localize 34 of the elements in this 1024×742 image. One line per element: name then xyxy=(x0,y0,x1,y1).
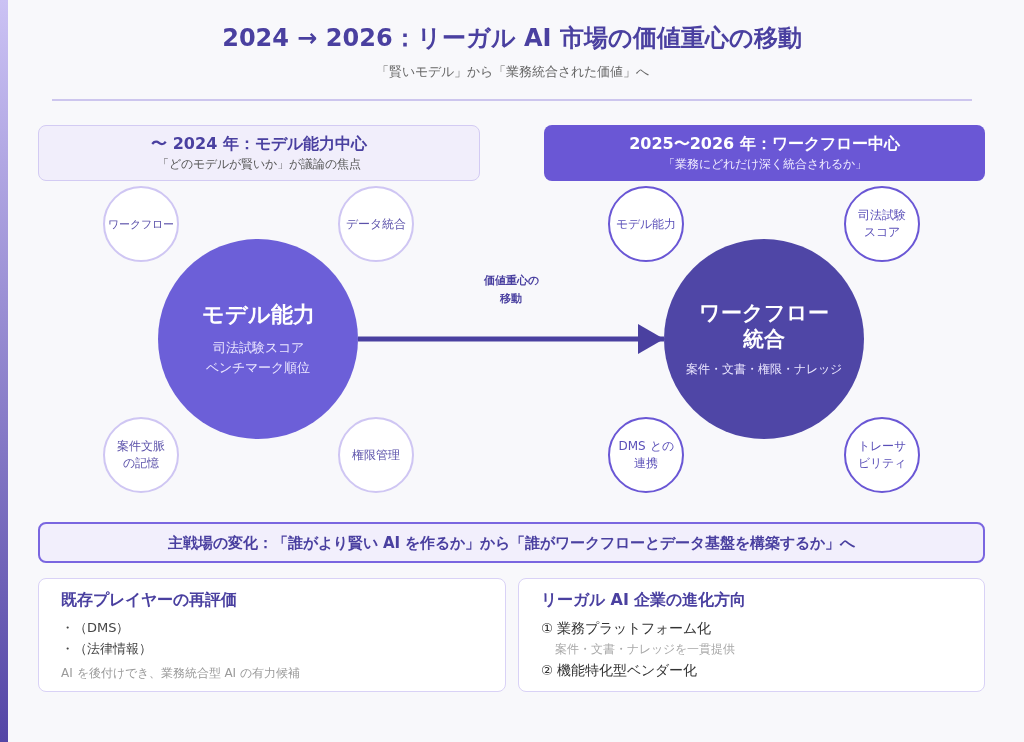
list-subitem: 案件・文書・ナレッジを一貫提供 xyxy=(554,641,735,658)
banner-text: 主戦場の変化：「誰がより賢い AI を作るか」から「誰がワークフローとデータ基盤を構築するか」へ xyxy=(167,532,856,553)
circle-label: 案件文脈の記憶 xyxy=(117,438,165,472)
core-title: モデル能力 xyxy=(201,301,315,329)
header-subtitle: 「業務にどれだけ深く統合されるか」 xyxy=(662,156,867,173)
circle-label: 司法試験スコア xyxy=(858,207,906,241)
header-title: 2025〜2026 年：ワークフロー中心 xyxy=(629,133,900,155)
core-title: ワークフロー統合 xyxy=(698,300,830,352)
circle-label: ワークフロー xyxy=(108,216,174,233)
circle-label: モデル能力 xyxy=(616,215,676,233)
circle-label: トレーサビリティ xyxy=(858,438,906,472)
banner-box xyxy=(38,522,985,563)
info-card xyxy=(518,578,985,692)
core-detail: 司法試験スコア xyxy=(212,339,304,357)
arrow xyxy=(358,324,664,354)
bullet-item: ・（DMS） xyxy=(61,619,130,637)
card-title: 既存プレイヤーの再評価 xyxy=(61,589,237,611)
card-title: リーガル AI 企業の進化方向 xyxy=(541,589,747,611)
core-detail: 案件・文書・権限・ナレッジ xyxy=(686,361,842,378)
header-panel xyxy=(544,125,985,181)
diagram-title: 2024 → 2026：リーガル AI 市場の価値重心の移動 xyxy=(222,23,802,54)
info-card xyxy=(38,578,506,692)
card-note: AI を後付けでき、業務統合型 AI の有力候補 xyxy=(61,665,300,682)
core-detail: ベンチマーク順位 xyxy=(206,359,310,377)
circle-label: データ統合 xyxy=(346,215,406,233)
header-subtitle: 「どのモデルが賢いか」が議論の焦点 xyxy=(157,156,361,173)
bullet-item: ・（法律情報） xyxy=(61,640,152,658)
header-panel xyxy=(38,125,480,181)
subtitle: 「賢いモデル」から「業務統合された価値」へ xyxy=(375,63,649,81)
list-item: ① 業務プラットフォーム化 xyxy=(541,619,712,638)
circle-label: 権限管理 xyxy=(352,446,400,464)
circle-label: DMS との連携 xyxy=(617,438,675,472)
list-item: ② 機能特化型ベンダー化 xyxy=(541,661,698,680)
header-title: 〜 2024 年：モデル能力中心 xyxy=(151,133,367,155)
